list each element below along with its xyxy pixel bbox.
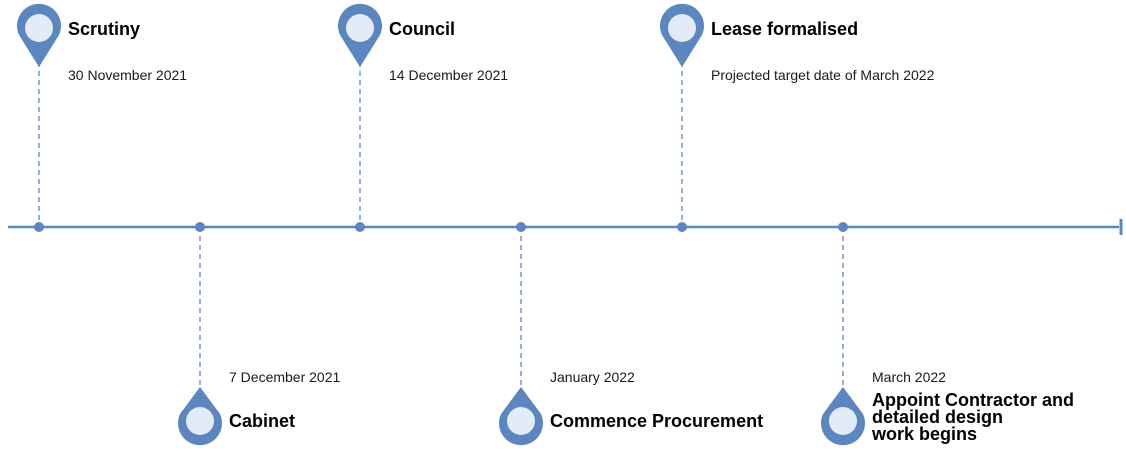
event-date-commence-procurement: January 2022 [550, 369, 635, 385]
event-title-appoint-contractor: Appoint Contractor and detailed design w… [872, 390, 1074, 444]
timeline-marker [677, 222, 687, 232]
event-title-lease-formalised: Lease formalised [711, 19, 859, 39]
map-pin-icon [338, 3, 382, 67]
map-pin-icon [178, 387, 222, 446]
event-date-appoint-contractor: March 2022 [872, 369, 946, 385]
event-date-council: 14 December 2021 [389, 67, 509, 83]
map-pin-icon [821, 387, 865, 446]
timeline-marker [195, 222, 205, 232]
timeline-marker [34, 222, 44, 232]
event-date-cabinet: 7 December 2021 [229, 369, 341, 385]
event-title-commence-procurement: Commence Procurement [550, 411, 764, 431]
timeline-marker [355, 222, 365, 232]
event-date-lease-formalised: Projected target date of March 2022 [711, 67, 935, 83]
event-title-cabinet: Cabinet [229, 411, 296, 431]
timeline-marker [838, 222, 848, 232]
map-pin-icon [660, 3, 705, 67]
event-title-scrutiny: Scrutiny [68, 19, 141, 39]
map-pin-icon [17, 3, 61, 68]
map-pin-icon [499, 387, 543, 446]
event-title-council: Council [389, 19, 455, 39]
timeline-marker [516, 222, 526, 232]
event-date-scrutiny: 30 November 2021 [68, 67, 188, 83]
